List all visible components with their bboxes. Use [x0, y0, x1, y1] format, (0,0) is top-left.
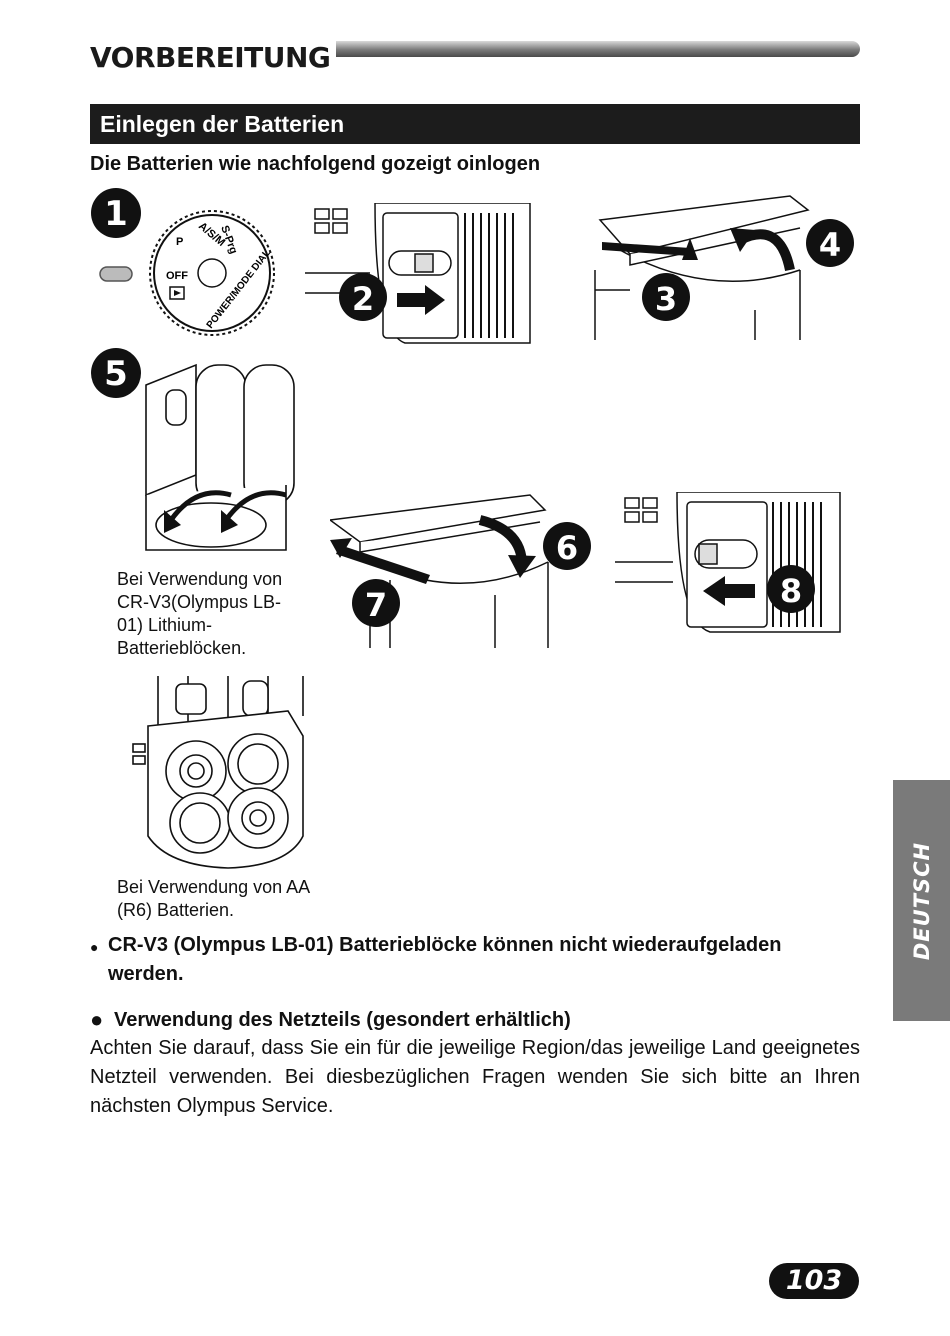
- adapter-title: ● Verwendung des Netzteils (gesondert er…: [90, 1006, 860, 1035]
- figure-step-3-4: 3 4: [594, 195, 854, 340]
- figure-step-6-7: 6 7: [330, 494, 591, 648]
- figure-step-2: 2: [305, 203, 531, 344]
- figure-step-5: 5: [91, 348, 295, 551]
- language-tab-label: DEUTSCH: [909, 841, 934, 960]
- caption-lithium: Bei Verwendung von CR-V3(Olympus LB-01) …: [117, 569, 283, 658]
- caption-aa: Bei Verwendung von AA (R6) Batterien.: [117, 877, 310, 920]
- svg-text:5: 5: [104, 354, 128, 394]
- svg-text:2: 2: [352, 280, 374, 318]
- mode-dial: S-Prg A/S/M P OFF POWER/MODE DIAL: [149, 210, 275, 336]
- adapter-title-text: Verwendung des Netzteils (gesondert erhä…: [114, 1009, 571, 1031]
- lead-text: Die Batterien wie nachfolgend gozeigt oi…: [90, 153, 541, 175]
- subheading: Einlegen der Batterien: [90, 104, 860, 144]
- bullet-dot: ●: [90, 939, 99, 955]
- svg-text:3: 3: [655, 280, 677, 318]
- language-tab: DEUTSCH: [893, 780, 950, 1021]
- svg-text:8: 8: [780, 572, 802, 610]
- svg-text:P: P: [176, 236, 183, 248]
- bullet-dot: ●: [90, 1007, 104, 1032]
- svg-text:6: 6: [556, 529, 578, 567]
- svg-text:OFF: OFF: [166, 270, 188, 282]
- figure-aa-batteries: [132, 676, 304, 869]
- power-button: [99, 266, 133, 282]
- note-rechargeable: ● CR-V3 (Olympus LB-01) Batterieblöcke k…: [90, 931, 860, 989]
- page-number: 103: [769, 1263, 859, 1299]
- adapter-text: Achten Sie darauf, dass Sie ein für die …: [90, 1037, 860, 1117]
- section-header: VORBEREITUNG: [90, 38, 860, 78]
- svg-text:7: 7: [365, 586, 387, 624]
- svg-text:4: 4: [819, 226, 841, 264]
- section-title: VORBEREITUNG: [90, 40, 337, 76]
- figure-mode-dial: 1 S-Prg A/S/M P OFF POWER/MODE DIAL: [91, 188, 275, 336]
- step-number: 1: [104, 194, 128, 234]
- figure-step-8: 8: [615, 492, 841, 633]
- note-rechargeable-text: CR-V3 (Olympus LB-01) Batterieblöcke kön…: [108, 934, 782, 985]
